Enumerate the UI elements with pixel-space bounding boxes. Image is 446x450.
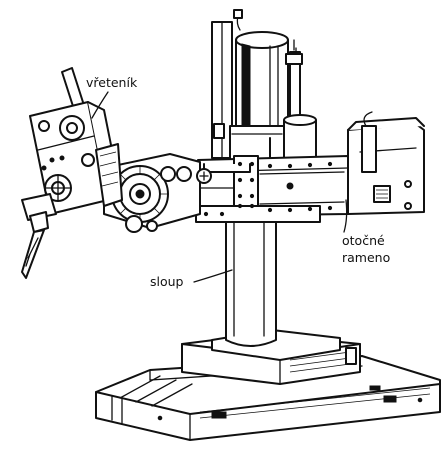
leader-swing-arm: [343, 199, 348, 233]
column: [225, 213, 277, 347]
slot-mark: [211, 411, 227, 419]
leader-spindle-head: [91, 91, 109, 119]
slot-mark: [369, 385, 381, 391]
label-spindle-head-text: vřeteník: [86, 75, 138, 90]
arm-bolts: [203, 161, 333, 217]
label-column: sloup: [150, 269, 233, 289]
base-plate: [95, 355, 441, 441]
label-swing-arm-text-1: otočné: [342, 233, 385, 248]
label-column-text: sloup: [150, 274, 184, 289]
swing-arm: [195, 111, 425, 223]
label-swing-arm: otočné rameno: [342, 199, 390, 265]
slot-mark: [383, 395, 397, 403]
column-top-motor: [211, 9, 317, 161]
label-swing-arm-text-2: rameno: [342, 250, 390, 265]
label-spindle-head: vřeteník: [86, 75, 138, 119]
spindle-head: [21, 67, 123, 279]
leader-column: [193, 269, 233, 283]
